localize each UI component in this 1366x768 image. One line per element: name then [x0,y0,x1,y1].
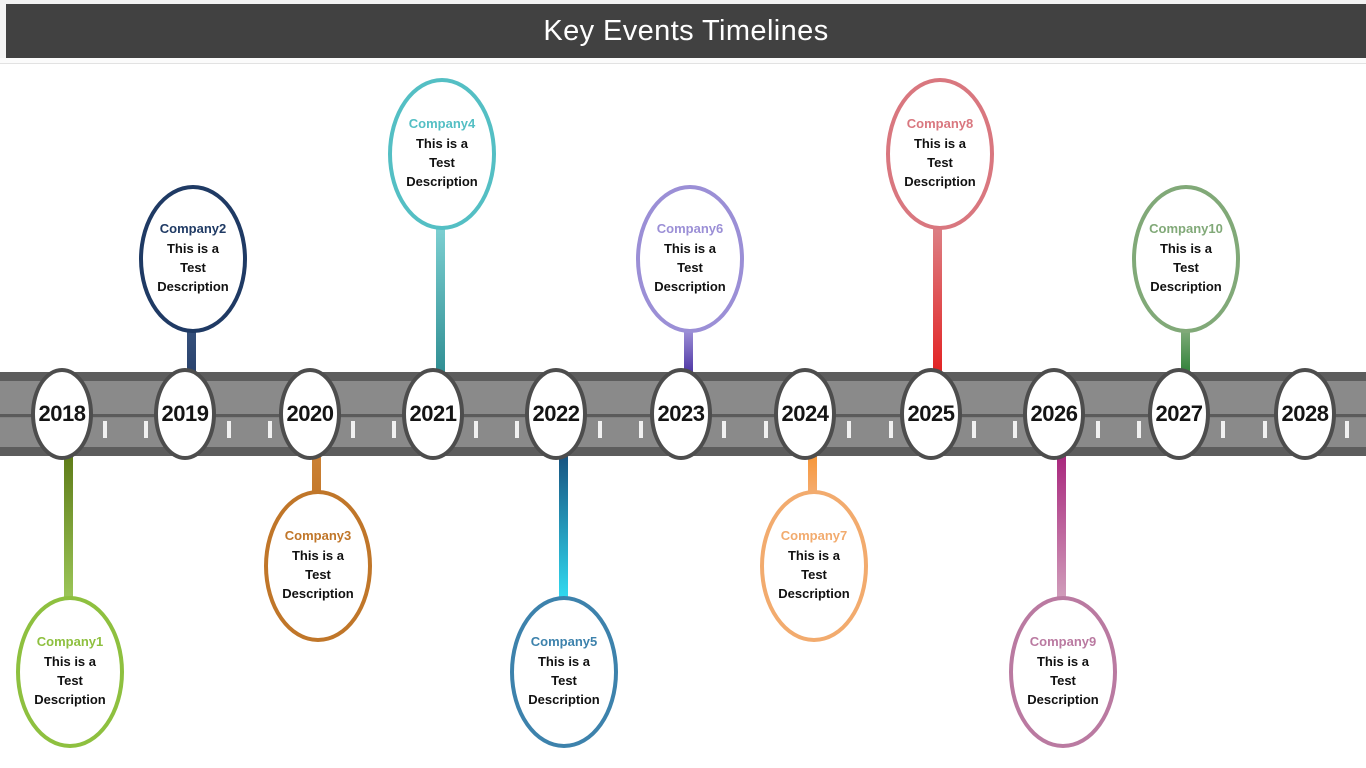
event-description-line1: This is a Test [663,241,717,276]
year-label: 2025 [907,401,955,426]
year-label: 2021 [409,401,457,426]
event-description-line2: Description [778,586,850,602]
connector-stem-company8 [933,222,942,382]
year-node-2022[interactable]: 2022 [525,368,587,460]
connector-stem-company3 [312,452,321,500]
event-description-line2: Description [904,174,976,190]
event-description-line2: Description [34,692,106,708]
year-label: 2026 [1030,401,1078,426]
road-dash [1345,421,1349,438]
road-dash [598,421,602,438]
road-dash [722,421,726,438]
year-label: 2027 [1155,401,1203,426]
event-company-name: Company7 [780,528,848,544]
road-dash [847,421,851,438]
year-node-2020[interactable]: 2020 [279,368,341,460]
event-description-line2: Description [282,586,354,602]
event-company-name: Company8 [906,116,974,132]
road-dash [1221,421,1225,438]
road-dash [764,421,768,438]
event-company-name: Company10 [1149,221,1223,237]
road-dash [1137,421,1141,438]
road-dash [474,421,478,438]
event-description-line2: Description [157,279,229,295]
event-description-line1: This is a Test [43,654,97,689]
connector-stem-company1 [64,452,73,604]
road-dash [227,421,231,438]
event-description-line2: Description [1150,279,1222,295]
event-description-line2: Description [406,174,478,190]
header-bar: Key Events Timelines [6,4,1366,58]
event-description-line1: This is a Test [787,548,841,583]
event-company-name: Company5 [530,634,598,650]
road-dash [1013,421,1017,438]
year-node-2018[interactable]: 2018 [31,368,93,460]
event-description-line2: Description [654,279,726,295]
event-company-name: Company2 [159,221,227,237]
event-description-line1: This is a Test [415,136,469,171]
connector-stem-company9 [1057,452,1066,604]
year-label: 2028 [1281,401,1329,426]
event-description-line2: Description [528,692,600,708]
year-node-2019[interactable]: 2019 [154,368,216,460]
event-description-line1: This is a Test [1036,654,1090,689]
event-company-name: Company1 [36,634,104,650]
year-label: 2024 [781,401,829,426]
year-node-2021[interactable]: 2021 [402,368,464,460]
header-bottom-strip [0,58,1366,64]
year-label: 2018 [38,401,86,426]
event-company-name: Company9 [1029,634,1097,650]
year-node-2028[interactable]: 2028 [1274,368,1336,460]
year-node-2025[interactable]: 2025 [900,368,962,460]
road-dash [103,421,107,438]
road-dash [144,421,148,438]
year-label: 2019 [161,401,209,426]
year-node-2024[interactable]: 2024 [774,368,836,460]
road-dash [639,421,643,438]
event-description-line2: Description [1027,692,1099,708]
event-description-line1: This is a Test [291,548,345,583]
connector-stem-company4 [436,222,445,382]
year-label: 2020 [286,401,334,426]
road-dash [972,421,976,438]
year-node-2027[interactable]: 2027 [1148,368,1210,460]
event-company-name: Company6 [656,221,724,237]
year-node-2023[interactable]: 2023 [650,368,712,460]
year-label: 2022 [532,401,580,426]
road-dash [515,421,519,438]
connector-stem-company2 [187,324,196,382]
connector-stem-company10 [1181,324,1190,382]
event-company-name: Company4 [408,116,476,132]
left-margin-strip [0,0,6,64]
event-description-line1: This is a Test [537,654,591,689]
event-company-name: Company3 [284,528,352,544]
event-description-line1: This is a Test [166,241,220,276]
road-dash [268,421,272,438]
year-node-2026[interactable]: 2026 [1023,368,1085,460]
event-description-line1: This is a Test [1159,241,1213,276]
road-dash [1263,421,1267,438]
header-top-strip [0,0,1366,4]
road-dash [392,421,396,438]
connector-stem-company5 [559,452,568,604]
year-label: 2023 [657,401,705,426]
event-description-line1: This is a Test [913,136,967,171]
connector-stem-company7 [808,452,817,500]
page-title: Key Events Timelines [543,14,829,47]
road-dash [889,421,893,438]
road-dash [351,421,355,438]
connector-stem-company6 [684,324,693,382]
road-dash [1096,421,1100,438]
